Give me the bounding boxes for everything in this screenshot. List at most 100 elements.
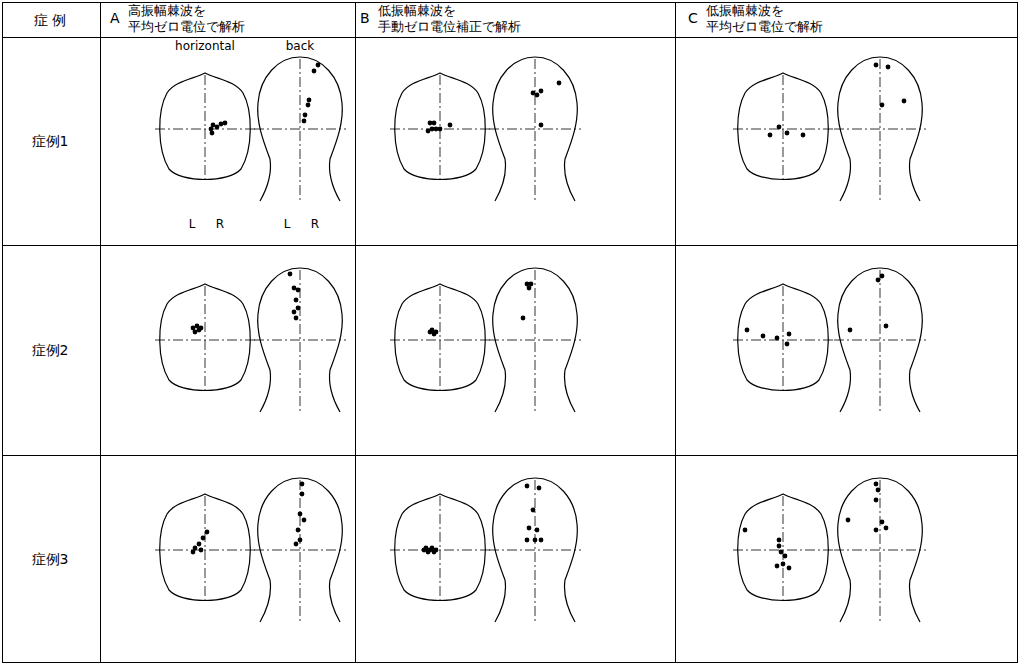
dipole-dot [535, 93, 540, 98]
axis-line [834, 550, 926, 551]
dipole-dot [787, 332, 792, 337]
dipole-dot [779, 550, 784, 555]
dipole-dot [557, 81, 562, 86]
row-rule [3, 455, 1018, 456]
axis-line [733, 129, 833, 130]
dipole-dot [874, 498, 879, 503]
dipole-dot [205, 530, 210, 535]
row-rule [3, 245, 1018, 246]
axis-line [155, 340, 255, 341]
head-top-view [390, 73, 490, 181]
side-label: R [216, 217, 224, 231]
axis-line [440, 286, 441, 392]
dipole-dot [193, 330, 198, 335]
dipole-dot [874, 482, 879, 487]
dipole-dot [874, 528, 879, 533]
dipole-dot [785, 342, 790, 347]
head-back-view [254, 268, 346, 412]
axis-line [205, 286, 206, 392]
head-back-view [254, 57, 346, 201]
head-top-view [390, 494, 490, 602]
column-letter: A [110, 10, 120, 27]
dipole-dot [438, 127, 443, 132]
side-label: R [311, 217, 319, 231]
dipole-dot [199, 548, 204, 553]
axis-line [489, 550, 581, 551]
dipole-dot [527, 526, 532, 531]
dipole-dot [422, 548, 427, 553]
column-rule [355, 3, 356, 663]
view-label: back [286, 39, 315, 53]
dipole-dot [768, 133, 773, 138]
side-label: L [189, 217, 196, 231]
dipole-dot [525, 484, 530, 489]
dipole-dot [219, 122, 224, 127]
dipole-dot [300, 492, 305, 497]
axis-line [300, 59, 301, 201]
dipole-dot [886, 65, 891, 70]
dipole-dot [434, 330, 439, 335]
axis-line [254, 340, 346, 341]
column-header: 低振幅棘波を 平均ゼロ電位で解析 [706, 3, 856, 35]
axis-line [834, 129, 926, 130]
dipole-dot [296, 306, 301, 311]
row-rule [3, 37, 1018, 38]
axis-line [155, 550, 255, 551]
head-top-view [390, 284, 490, 392]
dipole-dot [223, 121, 228, 126]
dipole-dot [316, 63, 321, 68]
dipole-dot [884, 526, 889, 531]
axis-line [880, 59, 881, 201]
head-back-view [489, 478, 581, 622]
dipole-dot [298, 512, 303, 517]
axis-line [733, 340, 833, 341]
table-grid [3, 3, 1018, 663]
axis-line [155, 129, 255, 130]
head-back-view [834, 478, 926, 622]
axis-line [535, 480, 536, 622]
dipole-dot [303, 113, 308, 118]
side-label: L [284, 217, 291, 231]
dipole-dot [296, 528, 301, 533]
axis-line [880, 480, 881, 622]
head-back-view [489, 268, 581, 412]
dipole-dot [292, 310, 297, 315]
column-rule [675, 3, 676, 663]
dipole-dot [880, 103, 885, 108]
dipole-dot [535, 528, 540, 533]
dipole-dot [294, 298, 299, 303]
axis-line [440, 496, 441, 602]
dipole-dot [775, 564, 780, 569]
column-letter: C [688, 10, 698, 27]
dipole-dot [775, 336, 780, 341]
dipole-dot [745, 328, 750, 333]
dipole-dot [197, 542, 202, 547]
dipole-dot [210, 131, 215, 136]
dipole-dot [846, 518, 851, 523]
dipole-dot [199, 326, 204, 331]
axis-line [254, 129, 346, 130]
dipole-dot [312, 69, 317, 74]
head-back-view [834, 268, 926, 412]
dipole-dot [761, 334, 766, 339]
dipole-dot [307, 98, 312, 103]
head-top-view [733, 284, 833, 392]
row-label: 症例2 [32, 342, 69, 359]
dipole-dot [302, 518, 307, 523]
dipole-dot [288, 272, 293, 277]
axis-line [489, 340, 581, 341]
axis-line [489, 129, 581, 130]
dipole-dot [428, 330, 433, 335]
axis-line [535, 270, 536, 412]
axis-line [390, 340, 490, 341]
dipole-dot [848, 328, 853, 333]
dipole-dot [434, 548, 439, 553]
dipole-dot [201, 536, 206, 541]
dipole-dot [902, 99, 907, 104]
axis-line [390, 550, 490, 551]
dipole-dot [432, 121, 437, 126]
head-top-view [155, 284, 255, 392]
dipole-dot [539, 89, 544, 94]
